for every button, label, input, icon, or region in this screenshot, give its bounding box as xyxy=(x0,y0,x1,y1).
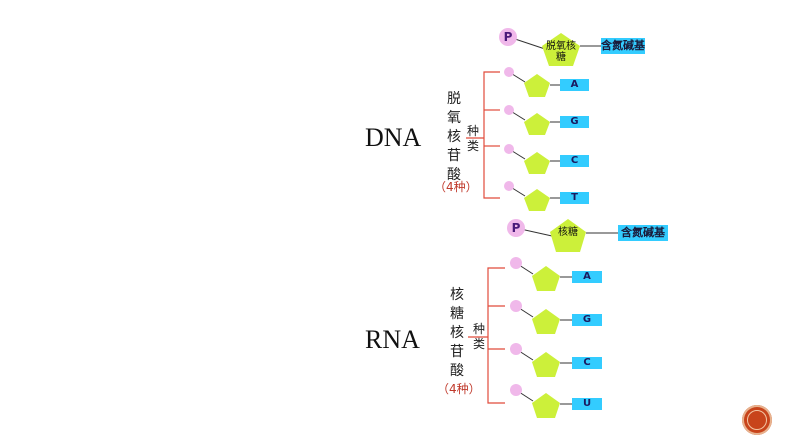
dna-header-sugar-shape xyxy=(542,33,580,66)
dna-nucleotide-row xyxy=(504,67,560,97)
rna-bracket xyxy=(487,267,505,404)
dna-base-box-c: C xyxy=(560,155,589,167)
rna-nucleotide-row xyxy=(510,343,572,377)
rna-sugar-label: 核糖 xyxy=(558,227,578,238)
nav-ring xyxy=(747,410,767,430)
dna-label: DNA xyxy=(365,123,422,152)
next-slide-button-icon[interactable] xyxy=(742,405,772,435)
dna-nucleotide-name: 脱氧核苷酸 xyxy=(447,91,461,183)
dna-phosphate-label: P xyxy=(503,30,513,44)
dna-types-label: 种类 xyxy=(466,124,479,153)
rna-phosphate-label: P xyxy=(511,221,521,235)
rna-nucleotide-row xyxy=(510,300,572,334)
dna-header-phosphate-shape xyxy=(499,28,517,46)
rna-header-phosphate-shape xyxy=(507,219,525,237)
rna-nucleotide-row xyxy=(510,384,572,418)
dna-nucleotide-row xyxy=(504,144,560,174)
rna-base-box-g: G xyxy=(572,314,602,326)
dna-bracket xyxy=(483,71,500,199)
dna-base-box-g: G xyxy=(560,116,589,128)
rna-types-label: 种类 xyxy=(472,322,485,351)
dna-base-label: 含氮碱基 xyxy=(601,38,645,54)
rna-count-label: （4种） xyxy=(437,382,481,396)
dna-count-label: （4种） xyxy=(434,180,478,194)
rna-nucleotide-name: 核糖核苷酸 xyxy=(450,287,464,379)
dna-nucleotide-row xyxy=(504,181,560,211)
dna-sugar-label: 脱氧核糖 xyxy=(546,41,576,63)
dna-nucleotide-row xyxy=(504,105,560,135)
rna-header-sugar-shape xyxy=(550,219,586,252)
rna-base-box-u: U xyxy=(572,398,602,410)
rna-base-box-a: A xyxy=(572,271,602,283)
rna-base-label: 含氮碱基 xyxy=(618,225,668,241)
rna-label: RNA xyxy=(365,325,420,354)
dna-base-box-t: T xyxy=(560,192,589,204)
rna-base-box-c: C xyxy=(572,357,602,369)
rna-nucleotide-row xyxy=(510,257,572,291)
dna-base-box-a: A xyxy=(560,79,589,91)
